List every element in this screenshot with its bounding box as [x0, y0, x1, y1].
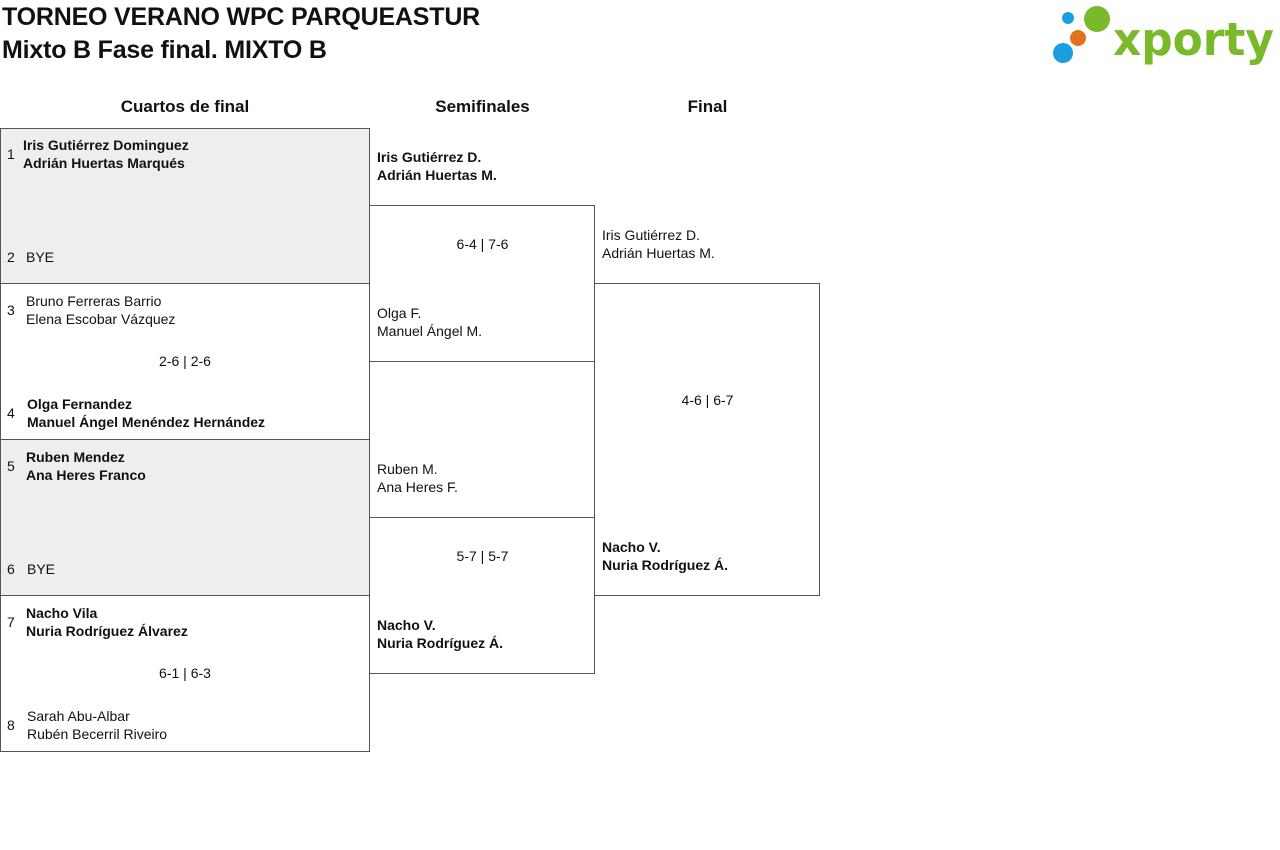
team-entry: Ruben Mendez Ana Heres Franco — [26, 448, 146, 484]
player-name: Nacho Vila — [26, 605, 98, 621]
player-name: Iris Gutiérrez D. — [602, 227, 701, 243]
seed-number: 7 — [7, 614, 15, 630]
match-score: 2-6 | 2-6 — [159, 353, 211, 369]
player-name: Adrián Huertas M. — [377, 167, 497, 183]
seed-number: 2 — [7, 249, 15, 265]
player-name: BYE — [27, 561, 56, 577]
seed-number: 1 — [7, 146, 15, 162]
player-name: Rubén Becerril Riveiro — [27, 726, 168, 742]
player-name: Ana Heres F. — [377, 479, 458, 495]
round-title-final: Final — [687, 97, 728, 116]
player-name: Olga Fernandez — [27, 396, 133, 412]
player-name: Nuria Rodríguez Á. — [377, 635, 504, 651]
team-entry: Nacho Vila Nuria Rodríguez Álvarez — [26, 604, 188, 640]
logo-dot-orange — [1070, 30, 1086, 46]
seed-number: 5 — [7, 458, 15, 474]
player-name: Manuel Ángel Menéndez Hernández — [27, 414, 266, 430]
player-name: Nuria Rodríguez Á. — [602, 557, 729, 573]
seed-number: 6 — [7, 561, 15, 577]
round-title-quarterfinals: Cuartos de final — [120, 97, 250, 116]
player-name: Ruben Mendez — [26, 449, 125, 465]
round-title-semifinals: Semifinales — [435, 97, 530, 116]
team-entry: Olga F. Manuel Ángel M. — [377, 304, 482, 340]
player-name: Iris Gutiérrez Dominguez — [23, 137, 189, 153]
match-score: 6-1 | 6-3 — [159, 665, 211, 681]
player-name: Nacho V. — [602, 539, 661, 555]
logo-dot-green — [1084, 6, 1110, 32]
tournament-title: TORNEO VERANO WPC PARQUEASTUR — [2, 3, 481, 31]
player-name: Adrián Huertas M. — [602, 245, 715, 261]
player-name: BYE — [26, 249, 55, 265]
logo-dot-blue — [1053, 43, 1073, 63]
player-name: Nacho V. — [377, 617, 436, 633]
xporty-logo: xporty — [1050, 4, 1276, 68]
team-entry-bye: BYE — [27, 560, 55, 578]
seed-number: 4 — [7, 405, 15, 421]
player-name: Elena Escobar Vázquez — [26, 311, 176, 327]
final-match — [594, 283, 820, 596]
tournament-subtitle: Mixto B Fase final. MIXTO B — [2, 36, 327, 64]
team-entry: Nacho V. Nuria Rodríguez Á. — [602, 538, 728, 574]
player-name: Iris Gutiérrez D. — [377, 149, 482, 165]
player-name: Ana Heres Franco — [26, 467, 146, 483]
quarterfinal-match-1 — [0, 128, 370, 284]
team-entry: Ruben M. Ana Heres F. — [377, 460, 458, 496]
logo-wordmark: xporty — [1113, 13, 1274, 66]
team-entry: Bruno Ferreras Barrio Elena Escobar Vázq… — [26, 292, 175, 328]
team-entry: Iris Gutiérrez D. Adrián Huertas M. — [602, 226, 715, 262]
player-name: Adrián Huertas Marqués — [23, 155, 185, 171]
team-entry: Iris Gutiérrez Dominguez Adrián Huertas … — [23, 136, 189, 172]
player-name: Ruben M. — [377, 461, 438, 477]
quarterfinal-match-3 — [0, 439, 370, 596]
team-entry-bye: BYE — [26, 248, 54, 266]
player-name: Sarah Abu-Albar — [27, 708, 130, 724]
match-score: 6-4 | 7-6 — [456, 236, 509, 252]
logo-dot-blue-small — [1062, 12, 1074, 24]
player-name: Nuria Rodríguez Álvarez — [26, 623, 188, 639]
seed-number: 3 — [7, 302, 15, 318]
seed-number: 8 — [7, 717, 15, 733]
match-score: 5-7 | 5-7 — [456, 548, 509, 564]
player-name: Bruno Ferreras Barrio — [26, 293, 162, 309]
team-entry: Olga Fernandez Manuel Ángel Menéndez Her… — [27, 395, 265, 431]
team-entry: Sarah Abu-Albar Rubén Becerril Riveiro — [27, 707, 167, 743]
player-name: Manuel Ángel M. — [377, 323, 483, 339]
team-entry: Iris Gutiérrez D. Adrián Huertas M. — [377, 148, 497, 184]
team-entry: Nacho V. Nuria Rodríguez Á. — [377, 616, 503, 652]
match-score: 4-6 | 6-7 — [681, 392, 734, 408]
player-name: Olga F. — [377, 305, 422, 321]
